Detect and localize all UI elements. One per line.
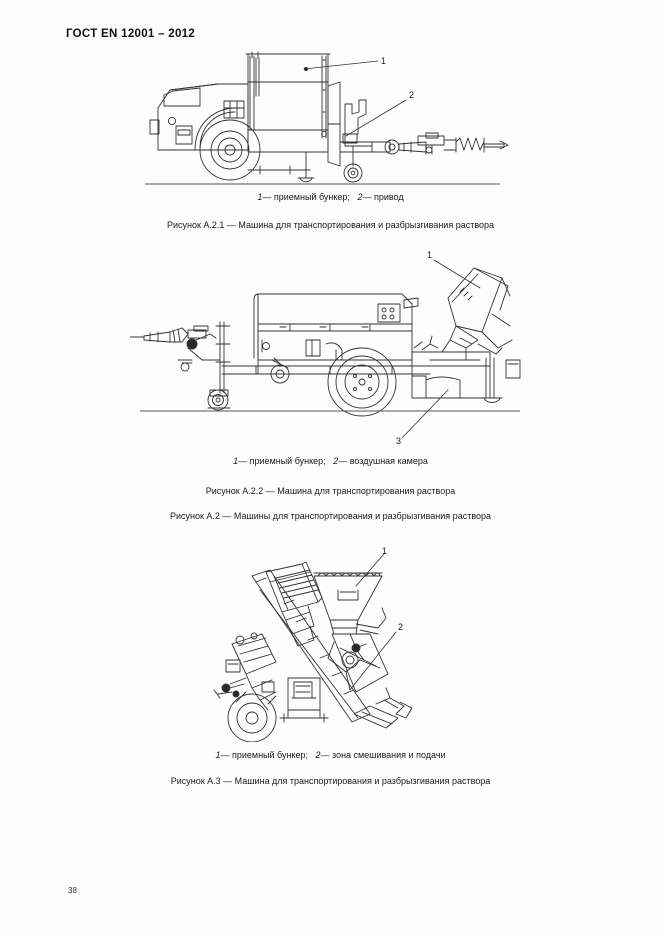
document-header-standard-number: ГОСТ EN 12001 – 2012 bbox=[66, 28, 196, 40]
callout-label-1: 1 bbox=[427, 250, 432, 260]
page-number: 38 bbox=[68, 886, 77, 895]
legend-number-2: 2 bbox=[315, 750, 321, 760]
legend-text-1: — приемный бункер; bbox=[238, 456, 326, 466]
callout-label-2: 2 bbox=[409, 90, 414, 100]
figure-a22-caption: Рисунок А.2.2 — Машина для транспортиров… bbox=[205, 486, 456, 496]
figure-a3-legend: 1— приемный бункер; 2— зона смешивания и… bbox=[0, 750, 661, 760]
callout-label-1: 1 bbox=[381, 56, 386, 66]
legend-text-2: — зона смешивания и подачи bbox=[320, 750, 446, 760]
figure-a22-legend: 1— приемный бункер; 2— воздушная камера bbox=[0, 456, 661, 466]
figure-a22-drawing: 1 3 bbox=[130, 248, 530, 444]
legend-number-2: 2 bbox=[357, 192, 363, 202]
figure-a21-caption: Рисунок А.2.1 — Машина для транспортиров… bbox=[166, 220, 495, 230]
figure-a21-svg: 1 2 bbox=[145, 51, 509, 185]
legend-number-1: 1 bbox=[257, 192, 263, 202]
legend-number-1: 1 bbox=[233, 456, 239, 466]
legend-text-1: — приемный бункер; bbox=[220, 750, 309, 760]
legend-text-2: — привод bbox=[362, 192, 404, 202]
figure-a21-legend: 1— приемный бункер; 2— привод bbox=[0, 192, 661, 202]
legend-text-2: — воздушная камера bbox=[338, 456, 428, 466]
legend-number-1: 1 bbox=[215, 750, 221, 760]
figure-a3-caption: Рисунок А.3 — Машина для транспортирован… bbox=[170, 776, 491, 786]
figure-a3-drawing: 1 2 bbox=[210, 542, 470, 742]
legend-number-2: 2 bbox=[333, 456, 339, 466]
figure-a2-group-caption: Рисунок А.2 — Машины для транспортирован… bbox=[169, 511, 492, 521]
legend-text-1: — приемный бункер; bbox=[262, 192, 350, 202]
callout-label-1: 1 bbox=[382, 546, 387, 556]
callout-label-3: 3 bbox=[396, 436, 401, 444]
figure-a22-svg: 1 3 bbox=[130, 250, 521, 444]
figure-a3-svg: 1 2 bbox=[213, 546, 413, 742]
callout-label-2: 2 bbox=[398, 622, 403, 632]
figure-a21-drawing: 1 2 bbox=[140, 38, 520, 190]
